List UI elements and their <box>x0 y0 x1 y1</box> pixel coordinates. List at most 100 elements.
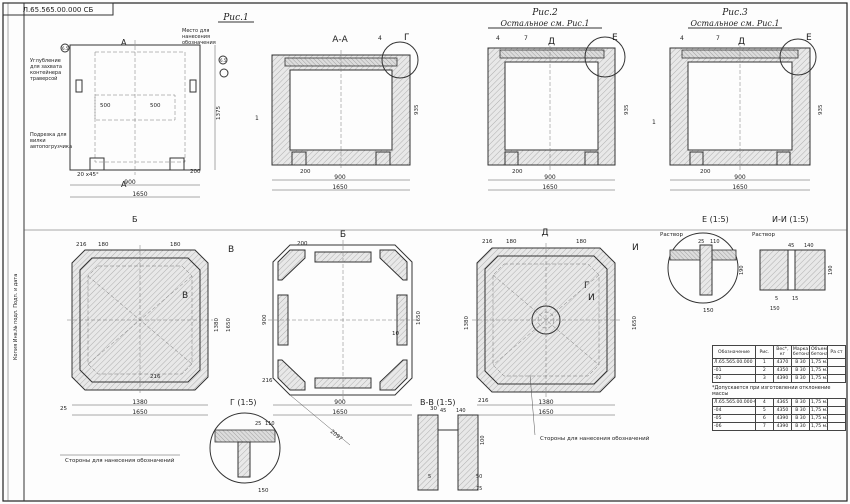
table-cell: 4365 <box>772 398 792 407</box>
table-cell: 1,75 м3 <box>808 366 828 375</box>
table-cell: 5 <box>754 406 774 415</box>
dim-line-2097 <box>289 394 351 446</box>
table-cell: 2 <box>754 366 774 375</box>
dim-1650-p1: 1650 <box>132 409 147 416</box>
wall-right <box>794 249 826 291</box>
dim-150-ii: 150 <box>770 306 780 312</box>
ris2-title: Рис.2 <box>531 8 558 18</box>
view-b <box>268 240 417 446</box>
wall-part <box>237 441 251 478</box>
dim-150-g: 150 <box>258 488 269 494</box>
wall-left <box>759 249 789 291</box>
leader-sides <box>529 374 536 436</box>
section-mark-v: В <box>228 245 234 255</box>
table-note: *Допускается при изготовлении отклонение… <box>712 385 831 397</box>
dim-110-g: 110 <box>265 421 275 427</box>
callout-label-place: Место для нанесения обозначения <box>182 28 216 46</box>
detail-circle-e <box>584 36 626 78</box>
table-cell: 4370 <box>772 358 792 367</box>
dim-20x45: 20 x45° <box>77 172 99 178</box>
detail-circle-g <box>381 41 419 79</box>
table-cell: 4390 <box>772 414 792 423</box>
detail-letter-g: Г <box>404 33 410 43</box>
table-cell: В 30 <box>790 398 810 407</box>
pos-1-aa: 1 <box>255 115 259 122</box>
table-cell <box>826 398 847 407</box>
dim-1650-aa: 1650 <box>332 184 347 191</box>
table-cell: 3 <box>754 374 774 383</box>
weld-mark-c <box>219 68 229 78</box>
table-header-cell: Обозначение <box>712 345 756 359</box>
table-cell: 4390 <box>772 374 792 383</box>
table-cell: 1,75 м3 <box>808 414 828 423</box>
drawing-code: Л.65.565.00.000 СБ <box>23 6 94 14</box>
dim-45-vv: 45 <box>440 408 446 414</box>
table-header-cell: Объем бетона <box>808 345 828 359</box>
callout-fork: Подрезка для вилки автопогрузчика <box>30 132 72 150</box>
detail-letter-e: Е <box>612 33 618 43</box>
ris3-view <box>669 38 817 191</box>
detail-g <box>209 412 281 484</box>
dim-180-p1b: 180 <box>170 242 181 248</box>
table-cell: В 30 <box>790 422 810 431</box>
callout-seal: Углубление для захвата контейнера травер… <box>30 58 62 82</box>
table-cell: В 30 <box>790 374 810 383</box>
foot-cut-left <box>291 151 307 166</box>
grip-slot-right <box>189 79 197 93</box>
dim-200-b: 200 <box>297 241 308 247</box>
wall-part <box>699 244 713 296</box>
view-mark-b: Б <box>132 215 138 224</box>
dim-216-d3: 216 <box>478 398 489 404</box>
dim-140-ii: 140 <box>804 243 814 249</box>
table-cell: 4390 <box>772 422 792 431</box>
corner-bl <box>277 359 306 391</box>
table-cell: -01 <box>712 366 756 375</box>
dim-25-e: 25 <box>698 239 704 245</box>
dim-25-p1: 25 <box>60 406 67 412</box>
detail-circle <box>209 412 281 484</box>
octagon-hidden <box>492 263 600 377</box>
ris3-subtitle: Остальное см. Рис.1 <box>690 19 779 28</box>
mortar-joint <box>787 249 796 291</box>
pos-1-r3: 1 <box>652 119 656 126</box>
dim-1380-d: 1380 <box>538 399 553 406</box>
dim-1650-r3: 1650 <box>732 184 747 191</box>
corner-tr <box>379 249 408 281</box>
dim-500-b: 500 <box>150 103 161 109</box>
dim-200-r3: 200 <box>700 169 711 175</box>
dim-50-vv: 50 <box>476 474 482 480</box>
lid-part <box>214 429 276 443</box>
ris2-subtitle: Остальное см. Рис.1 <box>500 19 589 28</box>
dim-30-b: 30 <box>430 406 437 412</box>
table-cell: 6 <box>754 414 774 423</box>
view-letter-d: Д <box>548 37 555 47</box>
dim-5-vv: 5 <box>428 474 431 480</box>
table-cell: 1,75 м3 <box>808 374 828 383</box>
dim-200-aa: 200 <box>300 169 311 175</box>
table-cell <box>826 358 847 367</box>
table-cell <box>826 414 847 423</box>
octagon-inner <box>79 257 201 383</box>
corner-br <box>379 359 408 391</box>
dim-180-d: 180 <box>506 239 517 245</box>
wall-right <box>457 414 479 491</box>
dim-180-p1: 180 <box>98 242 109 248</box>
dim-5-ii: 5 <box>775 296 778 302</box>
table-cell: -02 <box>712 374 756 383</box>
table-cell: 1,75 м3 <box>808 398 828 407</box>
dim-2097: 2097 <box>329 429 344 443</box>
section-mark-a-top: А <box>121 38 127 47</box>
dim-1380-p1: 1380 <box>132 399 147 406</box>
detail-ii-title: И-И (1:5) <box>772 215 809 224</box>
dim-1375: 1375 <box>216 106 222 120</box>
pos-4-r3: 4 <box>680 35 684 42</box>
table-cell: 7 <box>754 422 774 431</box>
view-d-title: Д <box>541 228 548 238</box>
dim-216-b: 216 <box>262 378 273 384</box>
dim-100-vv: 100 <box>480 435 486 445</box>
